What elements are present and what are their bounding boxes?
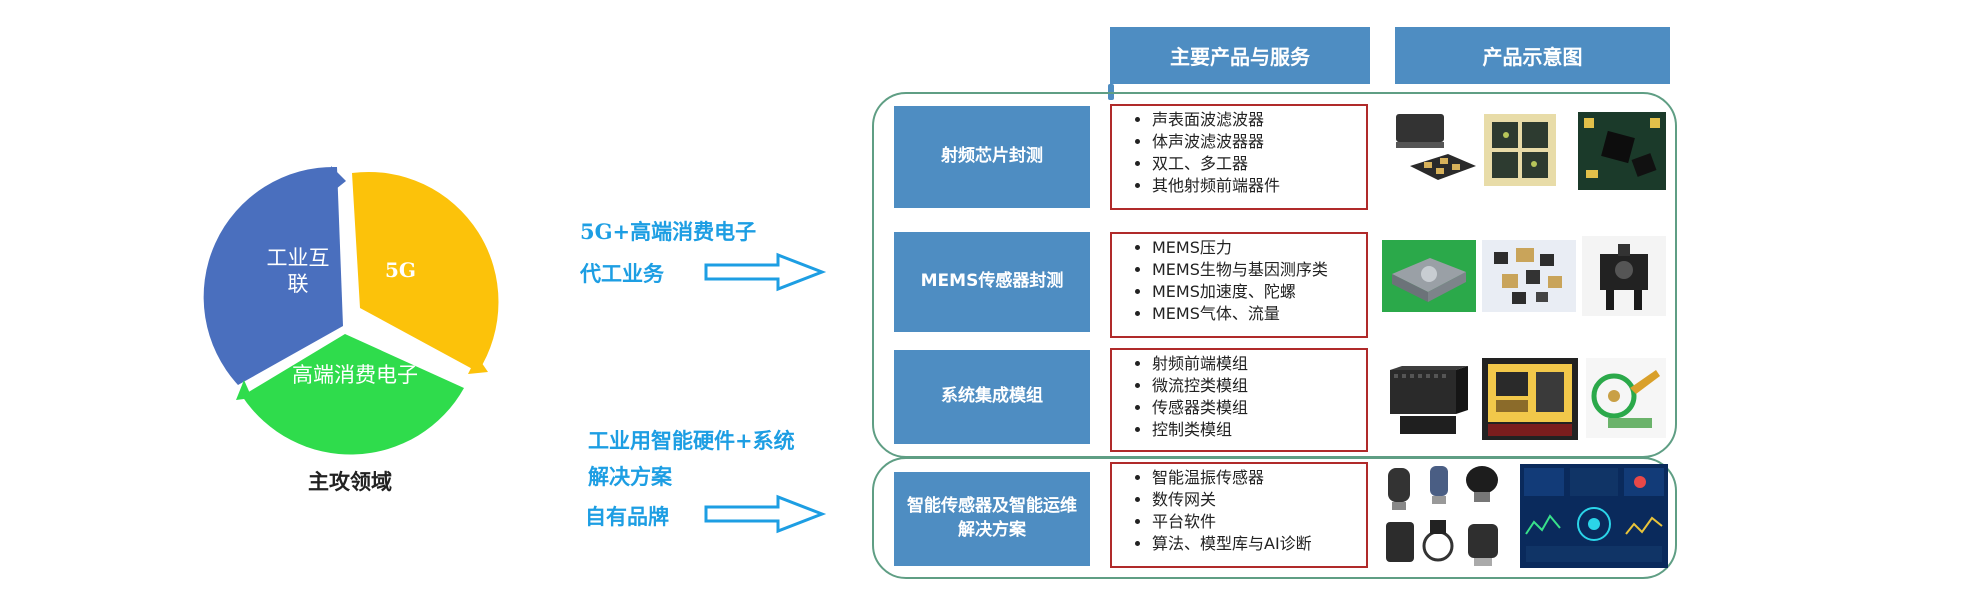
platform-software-dashboard-image [1520, 464, 1668, 568]
category-smart-sensor: 智能传感器及智能运维解决方案 [894, 472, 1090, 566]
mems-product-list: MEMS压力 MEMS生物与基因测序类 MEMS加速度、陀螺 MEMS气体、流量 [1110, 232, 1368, 338]
consumer-arrow-icon [704, 252, 827, 292]
industrial-label-line2: 解决方案 [588, 464, 672, 489]
mems-gas-sensor-image [1582, 236, 1666, 316]
baw-filter-wafer-image [1484, 114, 1556, 186]
category-system-module: 系统集成模组 [894, 350, 1090, 444]
category-mems: MEMS传感器封测 [894, 232, 1090, 332]
list-item: 其他射频前端器件 [1152, 175, 1360, 197]
microfluidic-module-image [1482, 358, 1578, 440]
list-item: 数传网关 [1152, 489, 1360, 511]
pie-arrow-tip-yellow [468, 356, 488, 374]
list-item: MEMS生物与基因测序类 [1152, 259, 1364, 281]
list-item: 双工、多工器 [1152, 153, 1360, 175]
list-item: 智能温振传感器 [1152, 467, 1360, 489]
header-images: 产品示意图 [1395, 27, 1670, 84]
sensor-module-image [1586, 358, 1666, 438]
list-item: MEMS加速度、陀螺 [1152, 281, 1364, 303]
rf-module-board-image [1578, 112, 1666, 190]
focus-pie-chart [203, 166, 499, 455]
list-item: 平台软件 [1152, 511, 1360, 533]
header-products: 主要产品与服务 [1110, 27, 1370, 84]
list-item: 射频前端模组 [1152, 353, 1360, 375]
pie-arrow-tip-green [236, 380, 252, 400]
consumer-label-line1: 5G+高端消费电子 [580, 219, 757, 244]
mems-pressure-sensor-image [1382, 240, 1476, 312]
consumer-label-line2: 代工业务 [580, 261, 664, 286]
smart-sensor-product-list: 智能温振传感器 数传网关 平台软件 算法、模型库与AI诊断 [1110, 462, 1368, 568]
industrial-arrow-icon [704, 494, 827, 534]
pie-label-industrial-internet: 工业互联 [266, 246, 330, 296]
list-item: 微流控类模组 [1152, 375, 1360, 397]
list-item: 声表面波滤波器 [1152, 109, 1360, 131]
industrial-label-line1: 工业用智能硬件+系统 [588, 428, 795, 453]
saw-filter-chip-image [1396, 114, 1476, 180]
pie-arrow-tip-blue [331, 166, 346, 193]
pie-caption: 主攻领域 [308, 470, 392, 494]
industrial-label-line3: 自有品牌 [585, 504, 669, 529]
list-item: 控制类模组 [1152, 419, 1360, 441]
list-item: 体声波滤波器器 [1152, 131, 1360, 153]
smart-vibration-sensors-image [1386, 466, 1498, 566]
industrial-group-border [872, 457, 1677, 579]
category-rf-chip: 射频芯片封测 [894, 106, 1090, 208]
pie-segment-consumer [242, 334, 464, 455]
list-item: MEMS压力 [1152, 237, 1364, 259]
system-module-product-list: 射频前端模组 微流控类模组 传感器类模组 控制类模组 [1110, 348, 1368, 452]
pie-label-5g: 5G [385, 258, 416, 282]
rf-chip-product-list: 声表面波滤波器 体声波滤波器器 双工、多工器 其他射频前端器件 [1110, 104, 1368, 210]
pie-segment-industrial-internet [203, 166, 343, 385]
list-item: 传感器类模组 [1152, 397, 1360, 419]
rf-frontend-module-image [1390, 366, 1468, 434]
pie-segment-5g [352, 171, 499, 372]
mems-sensor-chips-image [1482, 240, 1576, 312]
pie-label-consumer: 高端消费电子 [292, 363, 418, 387]
list-item: MEMS气体、流量 [1152, 303, 1364, 325]
list-item: 算法、模型库与AI诊断 [1152, 533, 1360, 555]
